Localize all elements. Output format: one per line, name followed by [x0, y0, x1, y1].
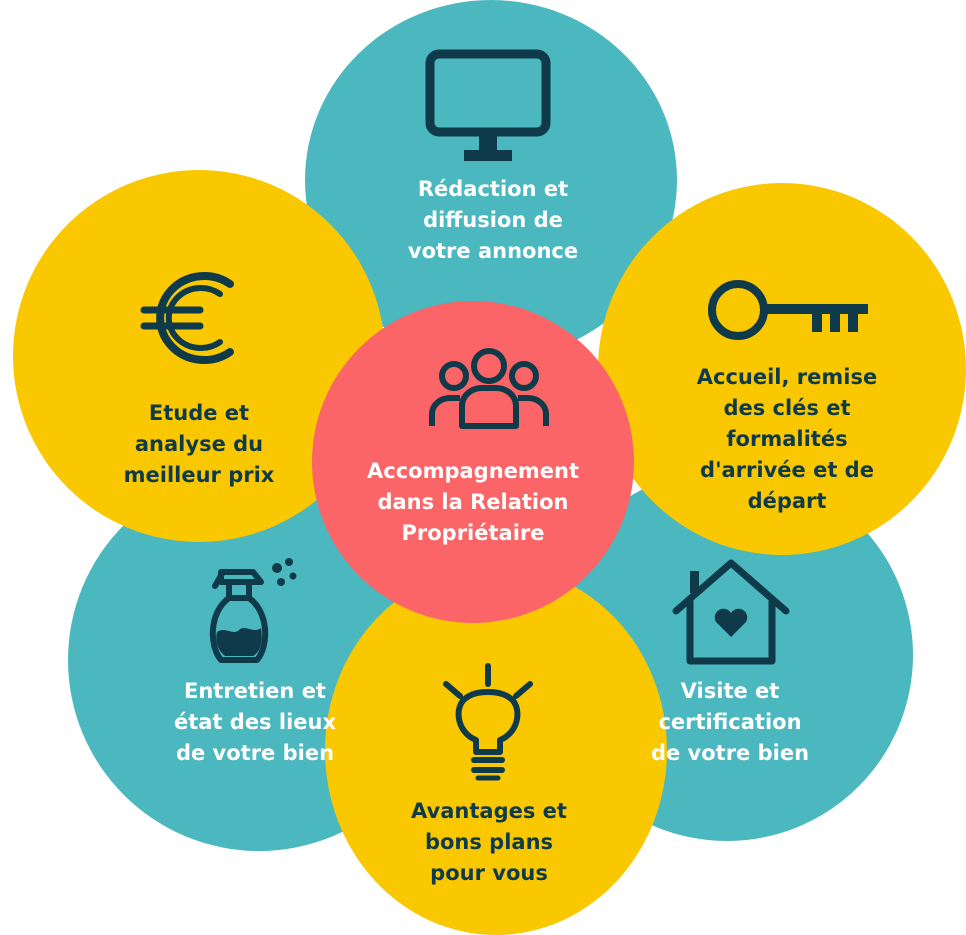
text-line: état des lieux: [173, 710, 337, 734]
text-line: d'arrivée et de: [700, 458, 874, 482]
text-line: votre annonce: [407, 239, 579, 263]
text-line: meilleur prix: [123, 463, 275, 487]
text-line: pour vous: [430, 861, 548, 885]
text-line: des clés et: [723, 396, 851, 420]
petal-upper-right-label: Accueil, remise des clés et formalités d…: [682, 362, 892, 517]
monitor-icon: [422, 48, 552, 163]
lightbulb-icon: [440, 662, 536, 782]
text-line: dans la Relation: [377, 490, 569, 514]
text-line: de votre bien: [650, 741, 810, 765]
text-line: analyse du: [134, 432, 264, 456]
euro-icon: [138, 270, 246, 366]
text-line: Accueil, remise: [696, 365, 878, 389]
text-line: départ: [747, 489, 827, 513]
text-line: formalités: [726, 427, 848, 451]
people-group-icon: [426, 346, 552, 432]
text-line: Rédaction et: [417, 177, 569, 201]
petal-bottom-label: Avantages et bons plans pour vous: [389, 796, 589, 889]
text-line: Avantages et: [411, 799, 567, 823]
text-line: diffusion de: [423, 208, 563, 232]
text-line: de votre bien: [175, 741, 335, 765]
text-line: Etude et: [148, 401, 250, 425]
text-line: Visite et: [680, 679, 780, 703]
center-label: Accompagnement dans la Relation Propriét…: [363, 456, 583, 549]
text-line: certification: [658, 710, 802, 734]
petal-upper-right-circle: [598, 183, 966, 555]
petal-upper-left-label: Etude et analyse du meilleur prix: [99, 398, 299, 491]
house-heart-icon: [670, 557, 792, 667]
text-line: Propriétaire: [401, 521, 545, 545]
text-line: Accompagnement: [367, 459, 579, 483]
key-icon: [708, 276, 870, 346]
spray-bottle-icon: [203, 556, 307, 668]
center-circle: [312, 301, 634, 623]
petal-lower-right-label: Visite et certification de votre bien: [630, 676, 830, 769]
text-line: Entretien et: [184, 679, 326, 703]
text-line: bons plans: [424, 830, 554, 854]
petal-lower-left-label: Entretien et état des lieux de votre bie…: [155, 676, 355, 769]
petal-top-label: Rédaction et diffusion de votre annonce: [393, 174, 593, 267]
